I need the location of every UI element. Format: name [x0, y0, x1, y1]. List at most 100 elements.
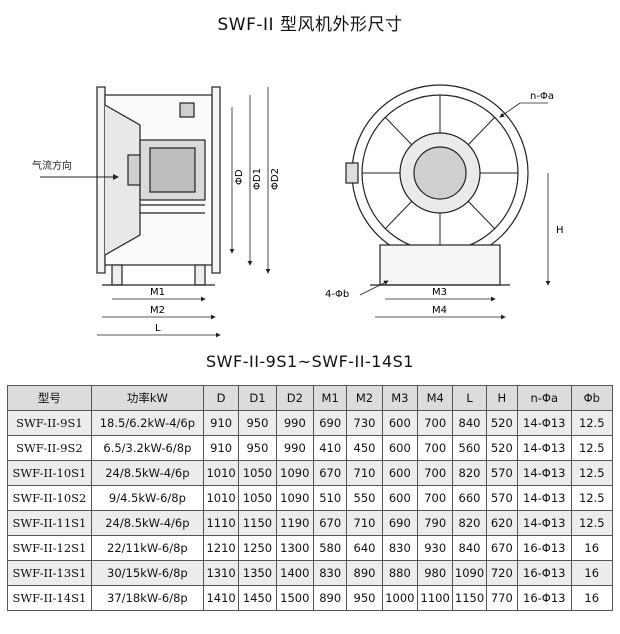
table-cell: 930 [417, 535, 454, 561]
table-cell: 1050 [238, 460, 277, 486]
table-cell: 770 [485, 585, 518, 611]
table-cell: 12.5 [570, 510, 613, 536]
column-header: D1 [238, 385, 277, 411]
table-cell: 1400 [275, 560, 315, 586]
table-cell: 620 [485, 510, 518, 536]
table-cell: 510 [312, 485, 348, 511]
table-cell: 880 [381, 560, 419, 586]
table-cell: 790 [417, 510, 454, 536]
table-cell: 700 [417, 460, 454, 486]
table-cell: 16-Φ13 [516, 535, 572, 561]
model-cell: SWF-II-11S1 [7, 510, 92, 536]
table-cell: 18.5/6.2kW-4/6p [90, 410, 204, 436]
table-cell: 12.5 [570, 410, 613, 436]
table-cell: 12.5 [570, 485, 613, 511]
table-cell: 950 [238, 435, 277, 461]
model-cell: SWF-II-10S2 [7, 485, 92, 511]
table-cell: 520 [485, 410, 518, 436]
table-cell: 670 [312, 510, 348, 536]
table-cell: 6.5/3.2kW-6/8p [90, 435, 204, 461]
table-cell: 24/8.5kW-4/6p [90, 460, 204, 486]
table-cell: 1000 [381, 585, 419, 611]
table-cell: 1500 [275, 585, 315, 611]
dim-n-phi-a: n-Φa [530, 91, 554, 102]
table-cell: 14-Φ13 [516, 460, 572, 486]
table-cell: 520 [485, 435, 518, 461]
table-cell: 1300 [275, 535, 315, 561]
table-cell: 690 [312, 410, 348, 436]
dim-d2: ΦD2 [270, 168, 281, 190]
model-cell: SWF-II-12S1 [7, 535, 92, 561]
table-cell: 580 [312, 535, 348, 561]
column-header: D [202, 385, 240, 411]
table-cell: 840 [452, 535, 487, 561]
table-cell: 700 [417, 435, 454, 461]
table-cell: 910 [202, 435, 240, 461]
table-cell: 640 [346, 535, 383, 561]
table-cell: 1010 [202, 460, 240, 486]
column-header: Φb [570, 385, 613, 411]
table-cell: 670 [485, 535, 518, 561]
column-header: H [485, 385, 518, 411]
fan-outline-drawing: 气流方向 M1 M2 L ΦD ΦD1 ΦD2 [32, 84, 564, 338]
table-cell: 560 [452, 435, 487, 461]
table-cell: 660 [452, 485, 487, 511]
table-cell: 16 [570, 535, 613, 561]
table-cell: 1110 [202, 510, 240, 536]
table-cell: 550 [346, 485, 383, 511]
series-subtitle: SWF-II-9S1~SWF-II-14S1 [206, 352, 414, 371]
table-cell: 1310 [202, 560, 240, 586]
dim-h: H [556, 225, 564, 236]
table-cell: 16 [570, 560, 613, 586]
table-cell: 840 [452, 410, 487, 436]
table-cell: 12.5 [570, 435, 613, 461]
table-cell: 1410 [202, 585, 240, 611]
table-cell: 24/8.5kW-4/6p [90, 510, 204, 536]
table-cell: 1090 [275, 485, 315, 511]
table-cell: 410 [312, 435, 348, 461]
side-view [96, 86, 221, 286]
table-cell: 1350 [238, 560, 277, 586]
column-header: M3 [381, 385, 419, 411]
column-header: M4 [417, 385, 454, 411]
table-cell: 670 [312, 460, 348, 486]
table-cell: 30/15kW-6/8p [90, 560, 204, 586]
table-cell: 990 [275, 435, 315, 461]
model-cell: SWF-II-9S2 [7, 435, 92, 461]
table-cell: 1090 [452, 560, 487, 586]
table-cell: 700 [417, 410, 454, 436]
table-cell: 450 [346, 435, 383, 461]
table-cell: 1090 [275, 460, 315, 486]
table-cell: 1190 [275, 510, 315, 536]
model-cell: SWF-II-9S1 [7, 410, 92, 436]
table-cell: 1150 [452, 585, 487, 611]
dim-m2: M2 [150, 305, 165, 316]
table-cell: 950 [346, 585, 383, 611]
dim-4-phi-b: 4-Φb [325, 289, 349, 300]
table-cell: 820 [452, 510, 487, 536]
table-cell: 700 [417, 485, 454, 511]
table-cell: 1250 [238, 535, 277, 561]
table-cell: 600 [381, 410, 419, 436]
table-cell: 16-Φ13 [516, 585, 572, 611]
table-cell: 16 [570, 585, 613, 611]
table-cell: 14-Φ13 [516, 435, 572, 461]
model-cell: SWF-II-14S1 [7, 585, 92, 611]
table-cell: 14-Φ13 [516, 485, 572, 511]
table-cell: 600 [381, 435, 419, 461]
model-cell: SWF-II-10S1 [7, 460, 92, 486]
table-cell: 820 [452, 460, 487, 486]
dim-l: L [155, 323, 161, 334]
front-view [345, 84, 529, 286]
table-cell: 22/11kW-6/8p [90, 535, 204, 561]
table-cell: 710 [346, 460, 383, 486]
table-cell: 980 [417, 560, 454, 586]
column-header: M1 [312, 385, 348, 411]
table-cell: 990 [275, 410, 315, 436]
